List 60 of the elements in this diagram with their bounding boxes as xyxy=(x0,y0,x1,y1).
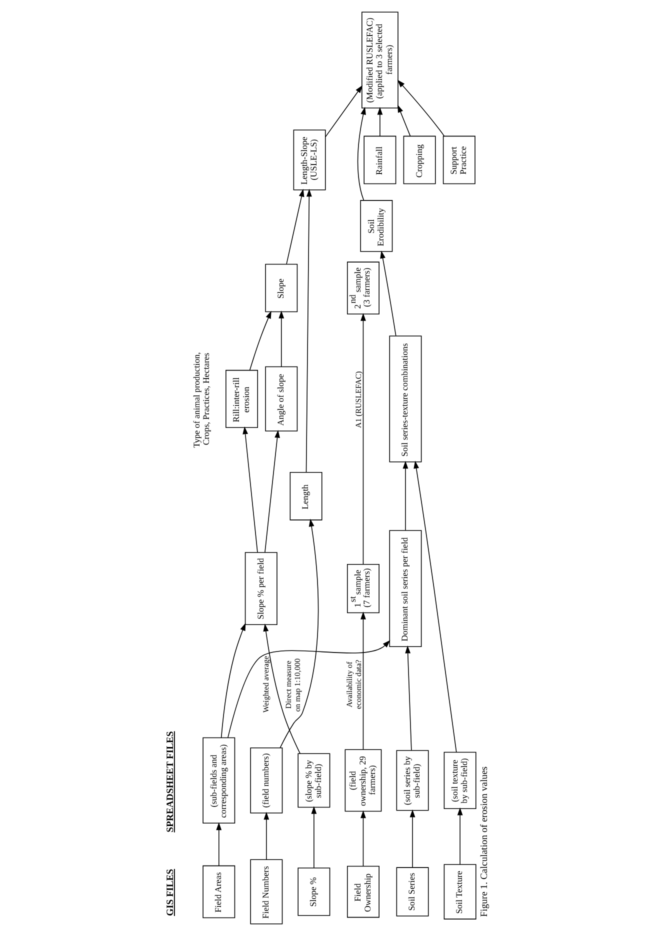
node-box: Angle of slope xyxy=(264,366,298,432)
caption: Figure 1. Calculation of erosion values xyxy=(478,766,490,917)
node-box: Field Numbers xyxy=(250,859,282,924)
node-box: Rainfall xyxy=(363,136,396,184)
node-box: (field ownership, 29 farmers) xyxy=(344,749,382,812)
node-box: Rill:inter-rill erosion xyxy=(225,370,258,428)
node-box: (soil texture by sub-field) xyxy=(443,752,476,809)
node-box: Soil Texture xyxy=(443,864,476,920)
node-box: Length-Slope (USLE-LS) xyxy=(292,130,326,190)
arrow xyxy=(286,188,304,264)
arrow xyxy=(404,646,412,751)
node-box: Length xyxy=(289,472,322,520)
arrow xyxy=(305,188,312,473)
edge-label: Weighted average xyxy=(260,656,270,713)
arrow xyxy=(396,80,444,136)
arrow xyxy=(360,810,366,866)
arrow xyxy=(360,313,366,565)
node-box: Slope xyxy=(264,264,298,312)
arrow xyxy=(456,808,462,865)
arrow xyxy=(413,460,456,753)
edge-label: Availability of economic data? xyxy=(344,660,362,710)
arrow xyxy=(376,106,382,136)
label: SPREADSHEET FILES xyxy=(164,731,176,832)
node-box: (slope % by sub-field) xyxy=(297,753,330,808)
node-box: Soil Erodibility xyxy=(360,200,392,252)
node-box: Dominant soil series per field xyxy=(388,530,422,648)
arrow xyxy=(279,518,318,748)
edge-label: A1 (RUSLEFAC) xyxy=(353,371,362,428)
node-box: Support Practice xyxy=(442,136,475,184)
arrow xyxy=(220,622,246,738)
node-box: Cropping xyxy=(402,136,436,184)
arrow xyxy=(242,426,258,553)
arrow xyxy=(262,624,300,754)
node-box: Soil series-texture combinations xyxy=(388,336,422,462)
arrow xyxy=(380,250,396,336)
arrow xyxy=(264,430,280,553)
node-box: Field Ownership xyxy=(346,866,379,918)
arrow xyxy=(409,809,415,868)
arrow xyxy=(248,310,271,370)
label: Type of animal production, Crops, Practices, Hectares xyxy=(191,352,211,448)
arrow xyxy=(402,460,408,531)
arrow xyxy=(263,812,269,860)
node-box: (Modified RUSLEFAC) (applied to 3 selected farmers) xyxy=(361,12,398,108)
arrow xyxy=(324,85,362,138)
label: GIS FILES xyxy=(164,868,176,916)
arrow xyxy=(397,104,410,136)
node-box: (field numbers) xyxy=(250,747,282,814)
node-box: Slope % xyxy=(297,868,330,916)
arrow xyxy=(227,640,390,738)
node-box: Field Areas xyxy=(202,865,235,918)
node-box: (sub-fields and corresponding areas) xyxy=(202,737,235,824)
arrow xyxy=(278,310,284,368)
node-box: Soil Series xyxy=(396,867,428,916)
node-box: Slope % per field xyxy=(244,552,277,626)
node-box: (soil series by sub-field) xyxy=(396,750,428,811)
arrow xyxy=(356,106,366,201)
arrow xyxy=(310,806,316,868)
arrow xyxy=(216,822,222,866)
edge-label: Direct measure on map 1:10,000 xyxy=(284,658,302,712)
arrow xyxy=(360,612,366,750)
